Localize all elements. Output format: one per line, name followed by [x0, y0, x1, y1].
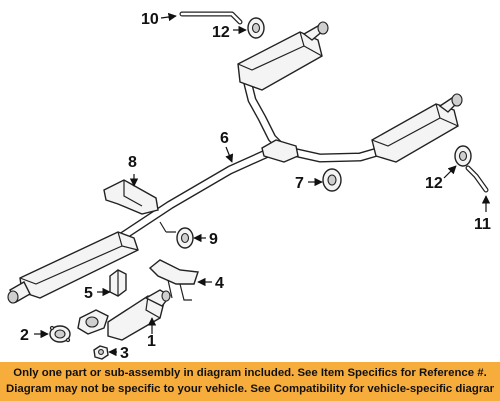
part-12-insulator-right: [454, 145, 472, 167]
callout-3: 3: [120, 345, 129, 360]
callout-7: 7: [295, 175, 304, 192]
callout-12-right: 12: [425, 175, 443, 192]
callout-11: 11: [474, 216, 491, 233]
upper-muffler: [237, 21, 329, 91]
disclaimer-line-1: Only one part or sub-assembly in diagram…: [13, 367, 487, 379]
part-4-bracket: [148, 259, 199, 301]
callout-9: 9: [209, 231, 218, 248]
part-1-catalytic-converter: [77, 289, 172, 341]
part-8-bracket: [103, 179, 159, 215]
callout-4: 4: [215, 275, 224, 292]
part-3-nut: [93, 345, 109, 360]
part-10-hanger: [179, 11, 243, 25]
part-2-gasket: [49, 325, 71, 343]
callout-2: 2: [20, 327, 29, 344]
disclaimer-banner: Only one part or sub-assembly in diagram…: [0, 362, 500, 401]
callout-6: 6: [220, 130, 229, 147]
callout-leaders: [34, 12, 491, 357]
part-9-insulator: [176, 227, 194, 249]
right-muffler: [371, 93, 463, 163]
exhaust-system-diagram: 10 12 6 8 7 12 11 9 4 5 1 2 3: [7, 11, 491, 360]
front-resonator: [7, 231, 139, 304]
callout-5: 5: [84, 285, 93, 302]
callout-8: 8: [128, 154, 137, 171]
callout-12-upper: 12: [212, 24, 230, 41]
callout-labels: 10 12 6 8 7 12 11 9 4 5 1 2 3: [20, 11, 491, 360]
disclaimer-line-2: Diagram may not be specific to your vehi…: [6, 383, 494, 395]
callout-1: 1: [147, 333, 156, 350]
part-5-insulator: [109, 269, 127, 297]
part-11-hanger: [465, 165, 489, 193]
part-7-insulator: [322, 168, 342, 192]
part-12-insulator-upper: [247, 17, 265, 39]
callout-10: 10: [141, 11, 159, 28]
exhaust-pipe-assembly: [115, 69, 389, 243]
